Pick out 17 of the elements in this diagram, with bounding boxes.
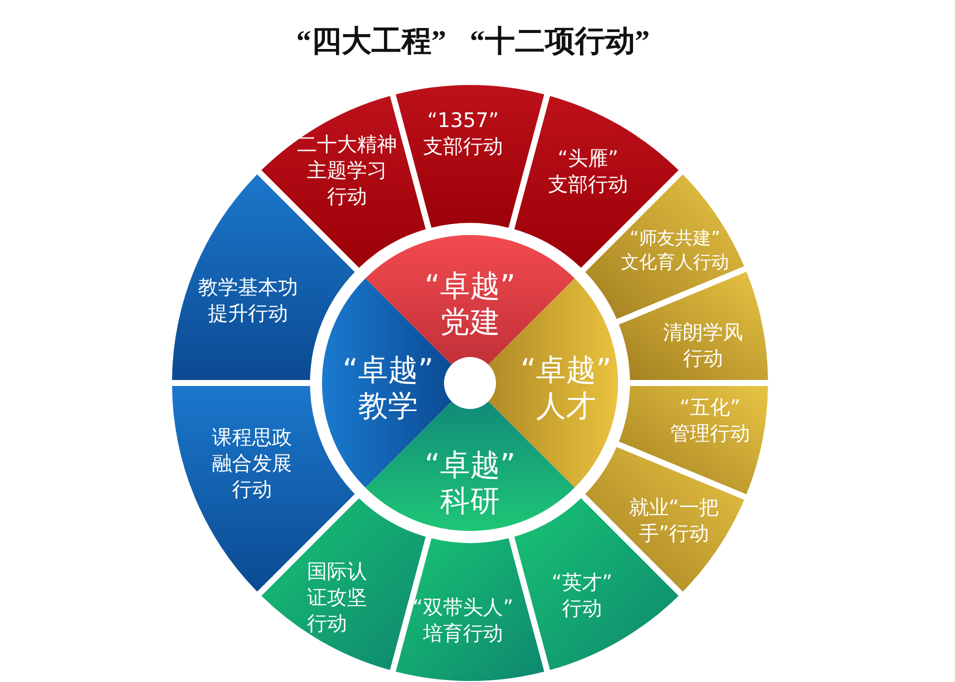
sector-label: “卓越”科研 [424,448,516,520]
segment-label: 二十大精神主题学习行动 [297,131,397,209]
segment-label: “1357”支部行动 [423,107,503,159]
title: “四大工程” “十二项行动” [296,24,650,60]
segment-label: “头雁”支部行动 [548,145,628,197]
segment-label: 国际认证攻坚行动 [307,558,367,636]
segment-label: 课程思政融合发展行动 [212,424,292,502]
segment-label: 清朗学风行动 [663,319,743,371]
sector-label: “卓越”人才 [520,353,612,425]
segment-label: 就业“一把手”行动 [628,494,720,546]
segment-label: “师友共建”文化育人行动 [621,227,729,275]
sector-label: “卓越”党建 [424,269,516,341]
segment-label: “英才”行动 [552,569,612,621]
segment-label: 教学基本功提升行动 [198,274,298,326]
segment-label: “双带头人”培育行动 [412,594,514,646]
sector-label: “卓越”教学 [342,353,434,425]
segment-label: “五化”管理行动 [670,394,750,446]
